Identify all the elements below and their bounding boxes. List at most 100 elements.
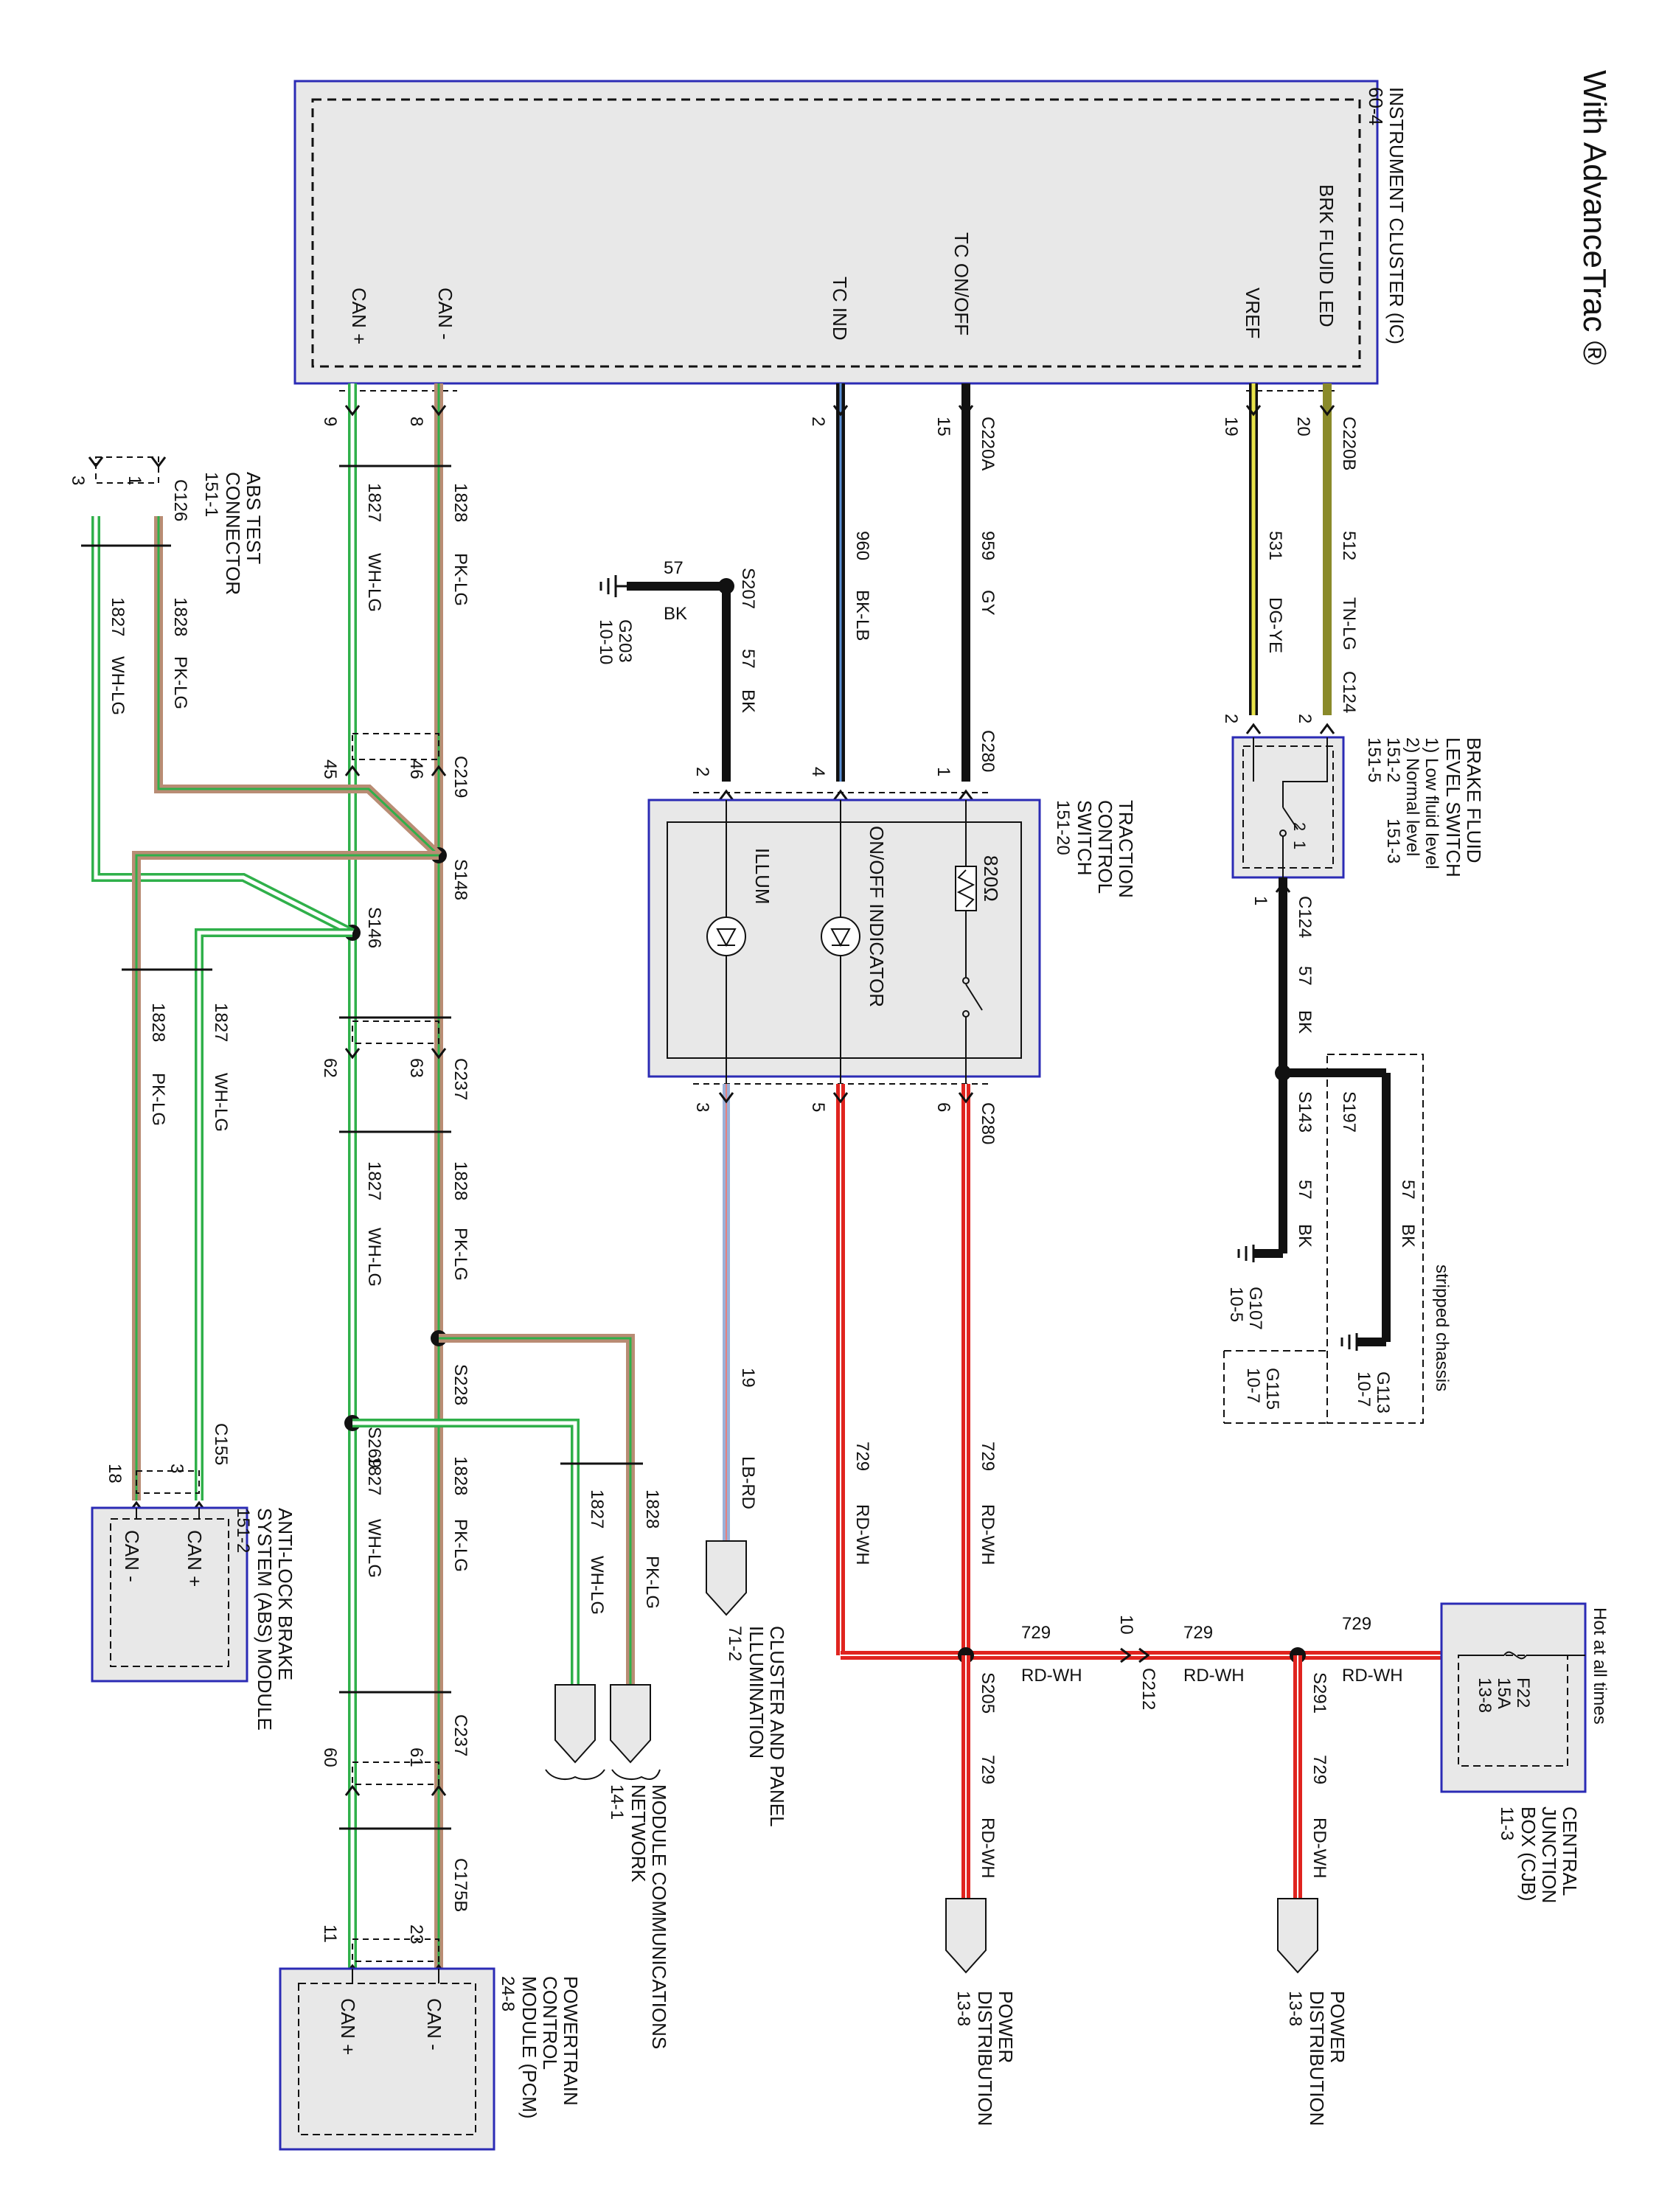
- svg-text:G113: G113: [1373, 1371, 1393, 1413]
- traction-control-switch: 820Ω ON/OFF INDICATOR ILLUM TRACTION CON…: [647, 792, 1137, 1085]
- svg-text:BK: BK: [1295, 1010, 1315, 1034]
- svg-text:PK-LG: PK-LG: [170, 656, 190, 709]
- svg-text:57: 57: [664, 558, 684, 578]
- svg-text:C126: C126: [170, 479, 190, 521]
- svg-text:4: 4: [808, 767, 828, 776]
- diagram-title: With AdvanceTrac ®: [1576, 70, 1613, 365]
- svg-text:S269: S269: [364, 1427, 384, 1468]
- svg-text:5: 5: [808, 1102, 828, 1112]
- svg-text:8: 8: [406, 417, 426, 426]
- svg-text:13-8: 13-8: [953, 1991, 973, 2026]
- svg-text:151-1: 151-1: [201, 472, 221, 517]
- svg-text:2: 2: [692, 767, 712, 776]
- svg-text:10-10: 10-10: [596, 619, 616, 664]
- tcs-ref: 151-20: [1053, 800, 1073, 855]
- svg-text:POWER: POWER: [1326, 1991, 1349, 2063]
- instrument-cluster: INSTRUMENT CLUSTER (IC) 60-4 BRK FLUID L…: [293, 80, 1408, 385]
- connector-c124: C124: [1339, 671, 1359, 713]
- svg-text:2: 2: [808, 417, 828, 426]
- ic-name: INSTRUMENT CLUSTER (IC): [1385, 87, 1408, 344]
- ic-ref: 60-4: [1365, 87, 1387, 125]
- svg-text:1828: 1828: [451, 1161, 470, 1200]
- svg-text:PK-LG: PK-LG: [451, 1228, 470, 1281]
- svg-text:MODULE (PCM): MODULE (PCM): [518, 1976, 540, 2119]
- svg-text:10-5: 10-5: [1226, 1287, 1246, 1322]
- svg-text:WH-LG: WH-LG: [587, 1556, 607, 1615]
- c280-lower-wires: 6 5 3 C280 729 RD-WH 729 RD-WH 19 LB-RD …: [692, 1084, 998, 1827]
- svg-text:G203: G203: [615, 619, 635, 663]
- switch-pos-1: 1: [1290, 841, 1309, 849]
- svg-text:CONTROL: CONTROL: [539, 1976, 561, 2070]
- svg-text:S207: S207: [738, 568, 758, 609]
- svg-text:G115: G115: [1262, 1368, 1282, 1410]
- svg-text:15A: 15A: [1494, 1677, 1514, 1709]
- svg-text:C280: C280: [978, 1102, 998, 1144]
- svg-text:BK: BK: [1398, 1224, 1418, 1248]
- pin-tc-ind: TC IND: [829, 276, 851, 341]
- svg-text:729: 729: [852, 1441, 872, 1471]
- svg-text:BOX (CJB): BOX (CJB): [1517, 1806, 1540, 1902]
- svg-text:PK-LG: PK-LG: [451, 553, 470, 606]
- indicator-label: ON/OFF INDICATOR: [866, 826, 888, 1007]
- svg-text:WH-LG: WH-LG: [108, 656, 128, 715]
- svg-text:729: 729: [1021, 1623, 1051, 1643]
- svg-text:S205: S205: [978, 1672, 998, 1714]
- svg-text:71-2: 71-2: [725, 1626, 745, 1661]
- svg-text:CENTRAL: CENTRAL: [1559, 1806, 1581, 1896]
- svg-text:60: 60: [320, 1747, 340, 1767]
- svg-text:10-7: 10-7: [1354, 1371, 1374, 1407]
- wire-512: 512: [1339, 531, 1359, 560]
- svg-text:BK-LB: BK-LB: [852, 590, 872, 641]
- svg-text:RD-WH: RD-WH: [1183, 1666, 1245, 1686]
- svg-text:JUNCTION: JUNCTION: [1538, 1806, 1560, 1903]
- svg-text:GY: GY: [978, 590, 998, 616]
- svg-text:S146: S146: [364, 907, 384, 948]
- svg-text:1827: 1827: [211, 1003, 231, 1042]
- svg-text:6: 6: [933, 1102, 953, 1112]
- bfls-name-1: BRAKE FLUID: [1463, 737, 1485, 863]
- svg-text:MODULE COMMUNICATIONS: MODULE COMMUNICATIONS: [648, 1784, 670, 2049]
- svg-text:BK: BK: [1295, 1224, 1315, 1248]
- svg-text:BK: BK: [664, 604, 687, 624]
- powertrain-control-module: CAN - CAN + POWERTRAIN CONTROL MODULE (P…: [279, 1967, 582, 2151]
- svg-text:F22: F22: [1513, 1677, 1533, 1708]
- svg-text:ABS TEST: ABS TEST: [243, 472, 265, 564]
- tcs-name-3: SWITCH: [1074, 800, 1096, 876]
- connector-c220b: C220B: [1339, 417, 1359, 470]
- svg-text:DISTRIBUTION: DISTRIBUTION: [974, 1991, 996, 2126]
- svg-text:1: 1: [125, 476, 145, 485]
- bfls-ref-3: 151-3: [1383, 818, 1403, 863]
- svg-text:RD-WH: RD-WH: [978, 1818, 998, 1879]
- wire-tn-lg: TN-LG: [1339, 597, 1359, 650]
- svg-text:C155: C155: [211, 1423, 231, 1465]
- svg-text:1: 1: [933, 767, 953, 776]
- svg-text:19: 19: [738, 1368, 758, 1388]
- stripped-chassis-label: stripped chassis: [1432, 1265, 1452, 1391]
- pin-2: 2: [1221, 714, 1241, 723]
- svg-text:13-8: 13-8: [1285, 1991, 1305, 2026]
- svg-text:RD-WH: RD-WH: [1342, 1666, 1403, 1686]
- hot-at-all-times: Hot at all times: [1590, 1607, 1610, 1725]
- svg-text:RD-WH: RD-WH: [1021, 1666, 1082, 1686]
- svg-text:960: 960: [852, 531, 872, 560]
- pin-vref: VREF: [1242, 288, 1264, 338]
- svg-text:LB-RD: LB-RD: [738, 1456, 758, 1509]
- svg-text:WH-LG: WH-LG: [211, 1073, 231, 1132]
- svg-text:57: 57: [1295, 1180, 1315, 1200]
- svg-text:18: 18: [105, 1464, 125, 1484]
- resistor-label: 820Ω: [980, 855, 1002, 902]
- svg-text:729: 729: [978, 1441, 998, 1471]
- svg-text:S148: S148: [451, 859, 470, 900]
- abs-can-minus: CAN -: [121, 1530, 143, 1582]
- svg-text:1828: 1828: [148, 1003, 168, 1042]
- pin-19: 19: [1221, 417, 1241, 437]
- tcs-name-1: TRACTION: [1115, 800, 1137, 898]
- svg-text:C280: C280: [978, 730, 998, 772]
- svg-text:C237: C237: [451, 1058, 470, 1100]
- svg-text:BK: BK: [738, 689, 758, 713]
- svg-text:1828: 1828: [451, 483, 470, 522]
- svg-text:729: 729: [1310, 1755, 1329, 1784]
- can-bus-wires: 8 9 1828 PK-LG 1827 WH-LG 46 45 C219 S14…: [68, 383, 670, 2049]
- svg-text:15: 15: [933, 417, 953, 437]
